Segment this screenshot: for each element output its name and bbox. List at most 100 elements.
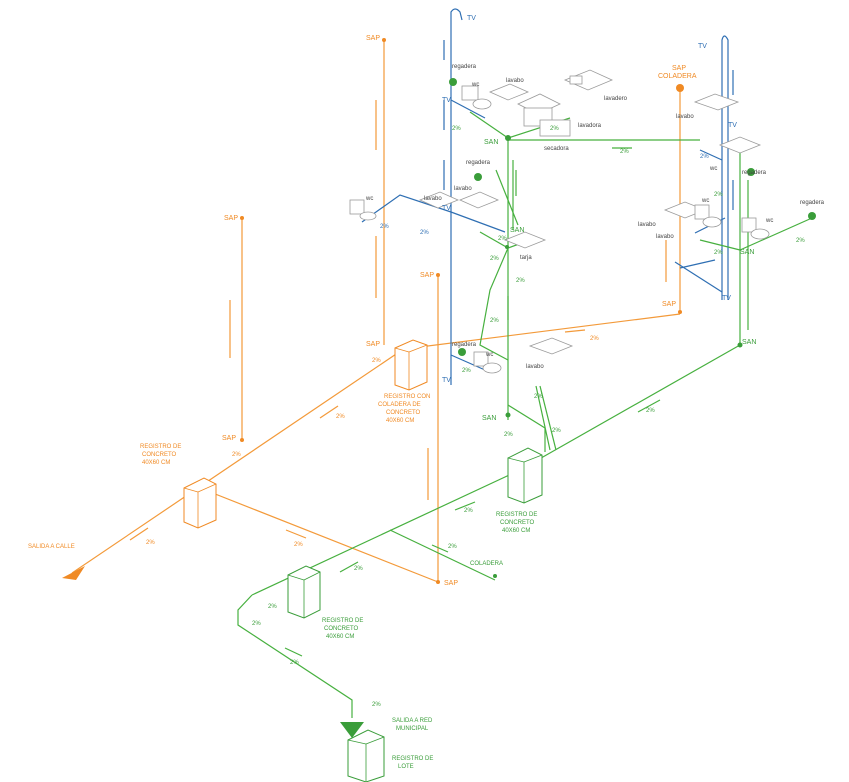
wc-label: wc bbox=[765, 218, 773, 224]
registro-lote-box bbox=[347, 729, 385, 782]
registro-concreto-label-line3: 40X60 CM bbox=[142, 460, 170, 466]
sap-label: SAP bbox=[662, 301, 676, 308]
slope-label: 2% bbox=[146, 540, 155, 546]
secadora-fixture bbox=[539, 119, 571, 137]
registro-concreto-label-line2: CONCRETO bbox=[500, 520, 535, 526]
tv-label: TV bbox=[728, 122, 737, 129]
wc-label: wc bbox=[365, 196, 373, 202]
san-label: SAN bbox=[484, 139, 498, 146]
san-label: SAN bbox=[740, 249, 754, 256]
slope-label: 2% bbox=[380, 224, 389, 230]
slope-label: 2% bbox=[714, 250, 723, 256]
tv-label: TV bbox=[722, 295, 731, 302]
slope-label: 2% bbox=[700, 154, 709, 160]
slope-label: 2% bbox=[252, 621, 261, 627]
wc-fixture-2 bbox=[461, 85, 492, 110]
registro-lote-label-line1: REGISTRO DE bbox=[392, 756, 433, 762]
lavabo-fixture-3 bbox=[488, 83, 530, 101]
san-label: SAN bbox=[742, 339, 756, 346]
wc-fixture-3 bbox=[694, 204, 722, 228]
wc-label: wc bbox=[709, 166, 717, 172]
sap-label: SAP bbox=[420, 272, 434, 279]
registro-coladera-label-line1: REGISTRO CON bbox=[384, 394, 430, 400]
san-pipes bbox=[237, 78, 816, 738]
tv-label: TV bbox=[698, 43, 707, 50]
slope-label: 2% bbox=[516, 278, 525, 284]
lavadora-label: lavadora bbox=[578, 123, 602, 129]
slope-label: 2% bbox=[232, 452, 241, 458]
slope-label: 2% bbox=[552, 428, 561, 434]
registro-concreto-label-line1: REGISTRO DE bbox=[322, 618, 363, 624]
registro-coladera-label-line4: 40X60 CM bbox=[386, 418, 414, 424]
labels: TV TV TV TV TV TV TV SAP SAP SAP SAP SAP… bbox=[28, 15, 825, 770]
tv-label: TV bbox=[442, 97, 451, 104]
wc-label: wc bbox=[471, 82, 479, 88]
regadera-label: regadera bbox=[800, 200, 825, 206]
registro-boxes bbox=[183, 339, 543, 782]
slope-label: 2% bbox=[268, 604, 277, 610]
registro-coladera-label-line2: COLADERA DE bbox=[378, 402, 421, 408]
slope-label: 2% bbox=[646, 408, 655, 414]
tv-label: TV bbox=[442, 377, 451, 384]
registro-concreto-orange-box bbox=[183, 477, 217, 529]
lavabo-label: lavabo bbox=[424, 196, 442, 202]
registro-coladera-label-line3: CONCRETO bbox=[386, 410, 421, 416]
lavadero-label: lavadero bbox=[604, 96, 628, 102]
secadora-label: secadora bbox=[544, 146, 569, 152]
slope-label: 2% bbox=[372, 358, 381, 364]
slope-label: 2% bbox=[490, 318, 499, 324]
registro-coladera-box bbox=[394, 339, 428, 391]
lavabo-label: lavabo bbox=[676, 114, 694, 120]
slope-label: 2% bbox=[534, 394, 543, 400]
fixtures bbox=[349, 69, 770, 374]
slope-label: 2% bbox=[448, 544, 457, 550]
registro-lote-label-line2: LOTE bbox=[398, 764, 414, 770]
salida-red-label-line1: SALIDA A RED bbox=[392, 718, 433, 724]
wc-label: wc bbox=[485, 352, 493, 358]
tv-label: TV bbox=[467, 15, 476, 22]
tv-label: TV bbox=[442, 205, 451, 212]
tv-pipes bbox=[361, 8, 734, 385]
slope-label: 2% bbox=[796, 238, 805, 244]
lavabo-fixture-1 bbox=[418, 191, 460, 209]
lavabo-fixture-2 bbox=[458, 191, 500, 209]
regadera-label: regadera bbox=[452, 342, 477, 348]
slope-label: 2% bbox=[504, 432, 513, 438]
san-label: SAN bbox=[482, 415, 496, 422]
registro-concreto-label-line2: CONCRETO bbox=[142, 452, 177, 458]
registro-concreto-label-line2: CONCRETO bbox=[324, 626, 359, 632]
slope-label: 2% bbox=[372, 702, 381, 708]
lavabo-label: lavabo bbox=[638, 222, 656, 228]
registro-concreto-green-box-2 bbox=[287, 565, 321, 619]
slope-label: 2% bbox=[498, 236, 507, 242]
wc-fixture-1 bbox=[349, 199, 377, 221]
slope-label: 2% bbox=[336, 414, 345, 420]
slope-label: 2% bbox=[294, 542, 303, 548]
lavadero-fixture bbox=[563, 69, 614, 91]
slope-label: 2% bbox=[590, 336, 599, 342]
sap-label: SAP bbox=[222, 435, 236, 442]
san-label: SAN bbox=[510, 227, 524, 234]
lavabo-fixture-7 bbox=[528, 337, 574, 355]
slope-label: 2% bbox=[452, 126, 461, 132]
lavabo-label: lavabo bbox=[656, 234, 674, 240]
sap-coladera-label-line1: SAP bbox=[672, 65, 686, 72]
sap-pipes bbox=[62, 38, 684, 584]
lavabo-label: lavabo bbox=[454, 186, 472, 192]
coladera-label: COLADERA bbox=[470, 561, 503, 567]
sap-label: SAP bbox=[444, 580, 458, 587]
salida-red-label-line2: MUNICIPAL bbox=[396, 726, 429, 732]
tarja-fixture bbox=[503, 231, 547, 249]
lavabo-label: lavabo bbox=[526, 364, 544, 370]
slope-label: 2% bbox=[420, 230, 429, 236]
registro-concreto-label-line1: REGISTRO DE bbox=[496, 512, 537, 518]
salida-calle-label: SALIDA A CALLE bbox=[28, 544, 75, 550]
lavabo-fixture-4 bbox=[693, 93, 740, 111]
slope-label: 2% bbox=[462, 368, 471, 374]
wc-label: wc bbox=[701, 198, 709, 204]
wc-fixture-4 bbox=[741, 217, 770, 240]
registro-concreto-green-box-1 bbox=[507, 447, 543, 504]
slope-label: 2% bbox=[620, 149, 629, 155]
wc-fixture-5 bbox=[473, 351, 502, 374]
slope-label: 2% bbox=[490, 256, 499, 262]
